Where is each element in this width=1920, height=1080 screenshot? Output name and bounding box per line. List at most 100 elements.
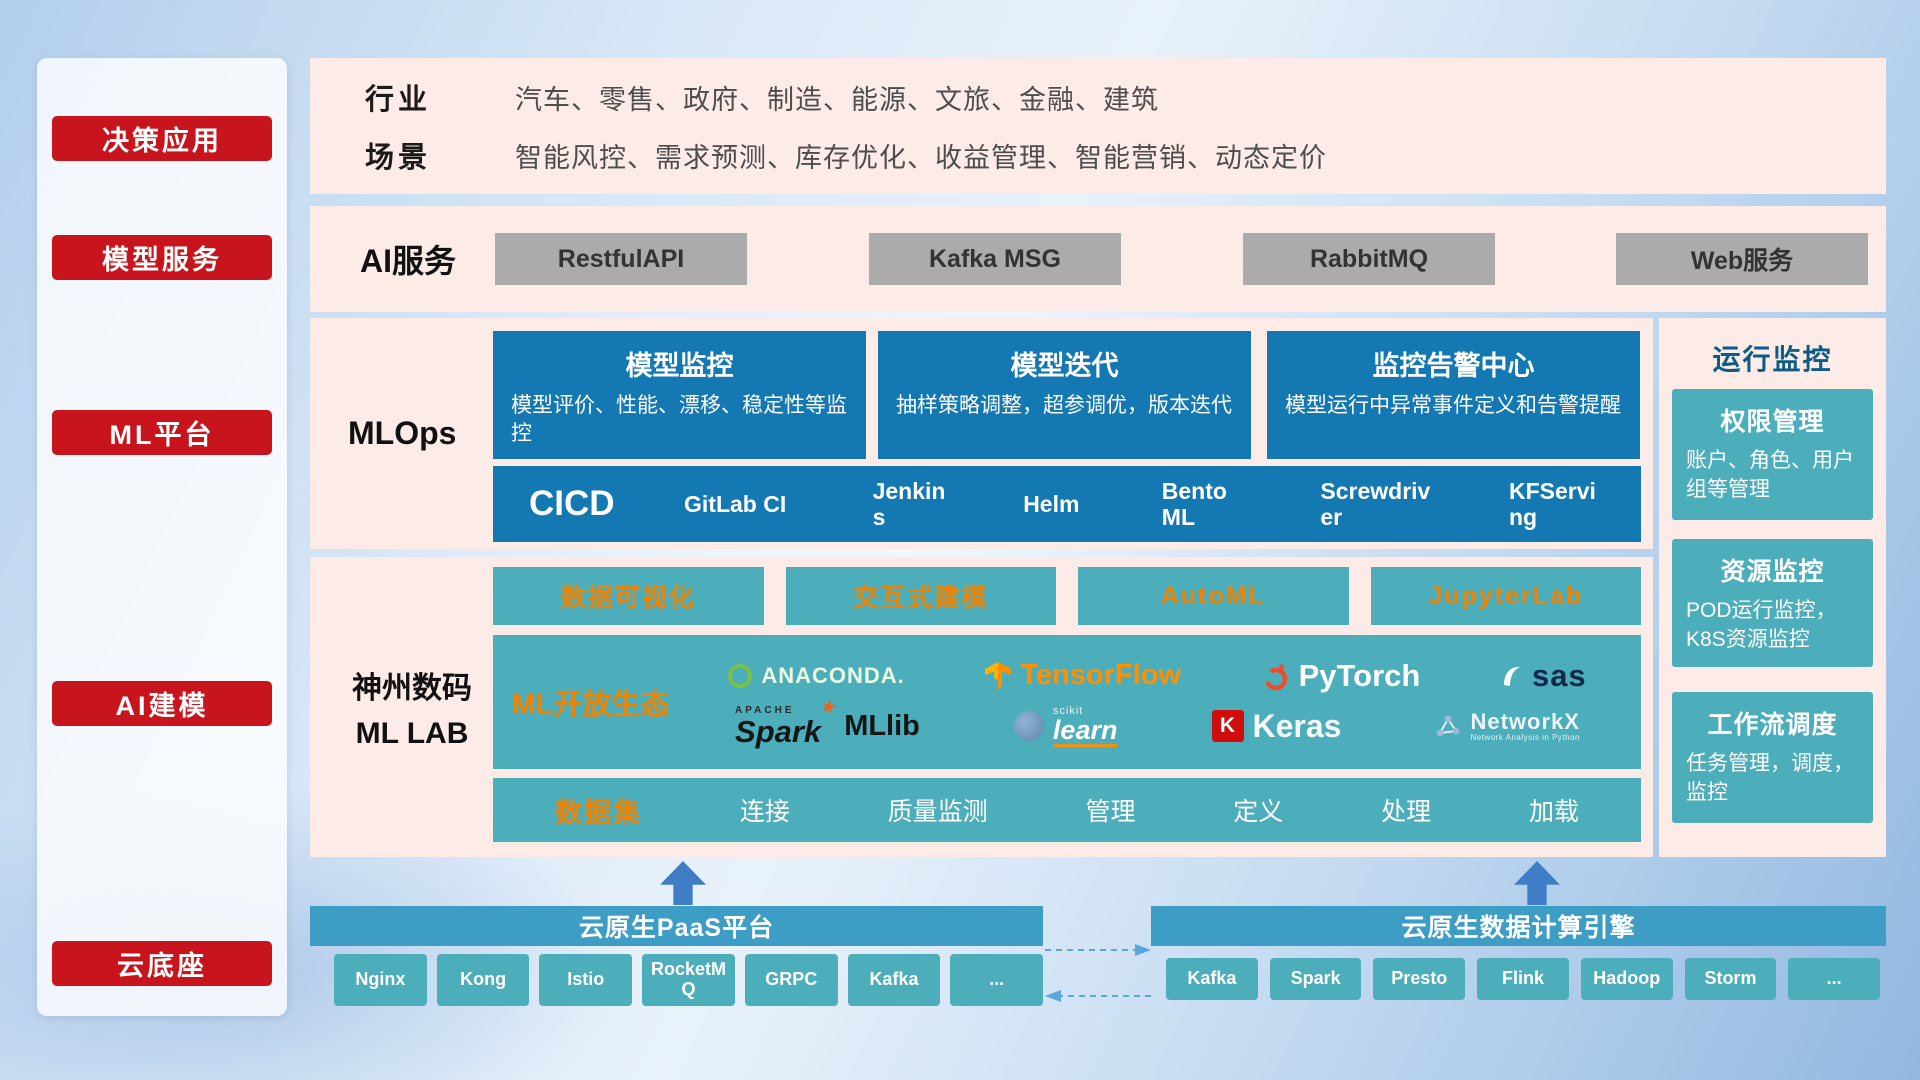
card-title: 资源监控 (1720, 558, 1825, 586)
dataset-load: 加载 (1528, 798, 1579, 826)
sas-text: sas (1531, 657, 1587, 693)
rail-item-model-service: 模型服务 (52, 235, 272, 280)
chip-more: ... (950, 954, 1044, 1006)
cicd-bar: CICD GitLab CI Jenkins Helm BentoML Scre… (493, 466, 1641, 542)
permission-card: 权限管理 账户、角色、用户组等管理 (1672, 389, 1873, 520)
up-arrow-left (660, 861, 706, 905)
chip-nginx: Nginx (334, 954, 427, 1006)
spark-text: Spark (735, 713, 822, 749)
spark-icon: APACHE Spark ★ (735, 695, 839, 749)
ml-lab-panel: 神州数码 ML LAB 数据可视化 交互式建模 AutoML JupyterLa… (310, 557, 1653, 857)
resource-monitor-card: 资源监控 POD运行监控，K8S资源监控 (1672, 539, 1873, 667)
chip-presto: Presto (1373, 958, 1466, 1000)
ai-service-web: Web服务 (1616, 233, 1868, 285)
tool-screwdriver: Screwdriver (1320, 477, 1431, 530)
dataset-connect: 连接 (739, 798, 790, 826)
rail-item-decision-apps: 决策应用 (52, 116, 272, 161)
ml-lab-tools: 数据可视化 交互式建模 AutoML JupyterLab (493, 567, 1641, 625)
tool-kfserving: KFServing (1508, 477, 1596, 530)
ai-service-kafka-msg: Kafka MSG (869, 233, 1121, 285)
dataset-process: 处理 (1381, 798, 1432, 826)
card-desc: 账户、角色、用户组等管理 (1686, 449, 1854, 501)
dataset-manage: 管理 (1085, 798, 1136, 826)
tensorflow-text: TensorFlow (1020, 659, 1181, 691)
cicd-label: CICD (529, 484, 615, 523)
networkx-logo: NetworkX Network Analysis in Python (1435, 709, 1580, 743)
dataset-quality: 质量监测 (887, 798, 988, 826)
tool-jupyterlab: JupyterLab (1370, 567, 1641, 625)
industry-list: 汽车、零售、政府、制造、能源、文旅、金融、建筑 (515, 84, 1159, 115)
chip-kafka: Kafka (1166, 958, 1258, 1000)
tensorflow-logo: TensorFlow (985, 659, 1181, 692)
logo-row-2: APACHE Spark ★ MLlib scikit learn (688, 695, 1627, 749)
ai-service-label: AI服务 (360, 243, 457, 279)
spark-star-icon: ★ (818, 694, 840, 720)
anaconda-logo: ANACONDA. (728, 663, 904, 689)
pytorch-icon (1264, 663, 1287, 690)
mlops-label: MLOps (348, 415, 457, 451)
chip-storm: Storm (1684, 958, 1777, 1000)
tool-bentoml: BentoML (1161, 477, 1227, 530)
dataset-label: 数据集 (555, 797, 642, 828)
monitor-title: 运行监控 (1712, 344, 1833, 375)
chip-grpc: GRPC (744, 954, 838, 1006)
rail-item-ai-modeling: AI建模 (52, 681, 272, 726)
chip-spark: Spark (1269, 958, 1362, 1000)
chip-istio: Istio (539, 954, 633, 1006)
ml-ecosystem-logos: ANACONDA. TensorFlow (688, 658, 1641, 747)
runtime-monitor-panel: 运行监控 权限管理 账户、角色、用户组等管理 资源监控 POD运行监控，K8S资… (1659, 318, 1886, 857)
apache-text: APACHE (735, 704, 795, 716)
chip-hadoop: Hadoop (1580, 958, 1673, 1000)
workflow-card: 工作流调度 任务管理，调度，监控 (1672, 692, 1873, 823)
networkx-subtext: Network Analysis in Python (1470, 732, 1580, 742)
logo-row-1: ANACONDA. TensorFlow (688, 658, 1627, 694)
chip-kong: Kong (436, 954, 530, 1006)
ai-service-rabbitmq: RabbitMQ (1243, 233, 1495, 285)
cicd-tools: GitLab CI Jenkins Helm BentoML Screwdriv… (684, 478, 1605, 531)
card-title: 工作流调度 (1707, 711, 1838, 739)
tool-data-viz: 数据可视化 (493, 567, 764, 625)
learn-text: learn (1052, 714, 1118, 747)
rail-item-cloud-base: 云底座 (52, 941, 272, 986)
up-arrow-right (1514, 861, 1560, 905)
chip-flink: Flink (1477, 958, 1569, 1000)
scene-label: 场景 (365, 142, 432, 174)
tool-automl: AutoML (1078, 567, 1349, 625)
card-desc: 模型运行中异常事件定义和告警提醒 (1285, 394, 1621, 417)
chip-rocketmq: RocketMQ (642, 954, 735, 1006)
ml-lab-label-line1: 神州数码 (352, 672, 472, 705)
keras-text: Keras (1252, 707, 1342, 744)
model-iteration-card: 模型迭代 抽样策略调整，超参调优，版本迭代 (878, 331, 1251, 459)
anaconda-icon (728, 663, 753, 688)
chip-more: ... (1788, 958, 1881, 1000)
scene-list: 智能风控、需求预测、库存优化、收益管理、智能营销、动态定价 (515, 142, 1327, 173)
scikit-learn-logo: scikit learn (1013, 704, 1118, 747)
ml-lab-label: 神州数码 ML LAB (328, 557, 496, 857)
ml-lab-label-line2: ML LAB (355, 717, 469, 750)
industry-scene-panel: 行业 汽车、零售、政府、制造、能源、文旅、金融、建筑 场景 智能风控、需求预测、… (310, 58, 1886, 194)
scene-row: 场景 智能风控、需求预测、库存优化、收益管理、智能营销、动态定价 (365, 134, 1886, 176)
exchange-arrows-icon (1045, 944, 1151, 1002)
card-desc: POD运行监控，K8S资源监控 (1686, 599, 1837, 651)
engine-chips: Kafka Spark Presto Flink Hadoop Storm ..… (1166, 958, 1881, 1000)
left-rail: 决策应用 模型服务 ML平台 AI建模 云底座 (37, 58, 287, 1016)
networkx-icon (1437, 715, 1460, 737)
paas-platform-bar: 云原生PaaS平台 (310, 906, 1043, 946)
data-engine-bar: 云原生数据计算引擎 (1151, 906, 1886, 946)
scikit-text: scikit (1052, 704, 1084, 717)
card-title: 监控告警中心 (1372, 351, 1535, 381)
keras-icon: K (1211, 710, 1244, 742)
mllib-text: MLlib (844, 709, 920, 742)
sas-logo: sas (1501, 658, 1587, 694)
tool-jenkins: Jenkins (872, 477, 946, 530)
industry-row: 行业 汽车、零售、政府、制造、能源、文旅、金融、建筑 (365, 76, 1886, 118)
card-desc: 任务管理，调度，监控 (1686, 752, 1854, 804)
ml-ecosystem-box: ML开放生态 ANACONDA. TensorFlow (493, 635, 1641, 769)
card-desc: 抽样策略调整，超参调优，版本迭代 (896, 394, 1232, 417)
tool-interactive: 交互式建模 (785, 567, 1056, 625)
scikit-learn-icon (1013, 711, 1044, 741)
dataset-define: 定义 (1233, 798, 1284, 826)
card-title: 模型监控 (625, 351, 734, 381)
tool-gitlab-ci: GitLab CI (684, 490, 787, 517)
card-desc: 模型评价、性能、漂移、稳定性等监控 (511, 394, 847, 446)
